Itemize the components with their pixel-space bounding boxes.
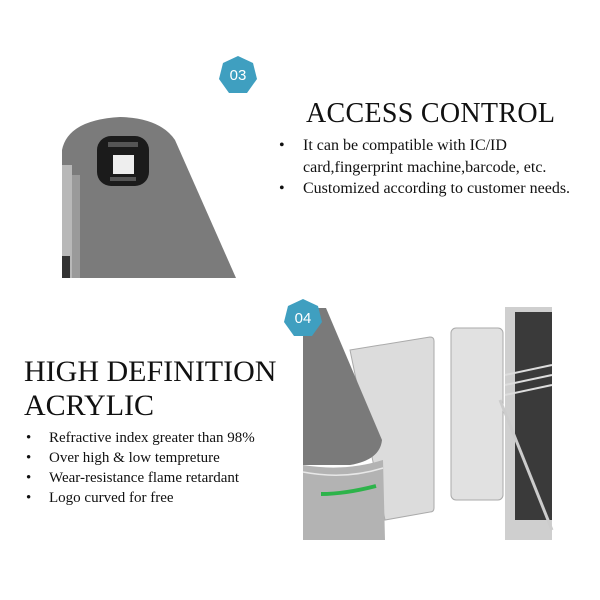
bullet-item: Refractive index greater than 98% bbox=[26, 428, 255, 448]
indicator-light bbox=[320, 484, 377, 496]
bullet-item: Customized according to customer needs. bbox=[279, 178, 593, 200]
bullet-item: Logo curved for free bbox=[26, 488, 255, 508]
bullet-item: Wear-resistance flame retardant bbox=[26, 468, 255, 488]
step-badge-04: 04 bbox=[283, 298, 323, 338]
access-control-bullets: It can be compatible with IC/ID card,fin… bbox=[279, 135, 593, 200]
acrylic-bullets: Refractive index greater than 98% Over h… bbox=[26, 428, 255, 508]
step-badge-03: 03 bbox=[218, 55, 258, 95]
bullet-item: It can be compatible with IC/ID card,fin… bbox=[279, 135, 593, 178]
access-control-title: ACCESS CONTROL bbox=[306, 98, 556, 129]
bullet-item: Over high & low tempreture bbox=[26, 448, 255, 468]
card-reader-panel bbox=[97, 136, 149, 186]
acrylic-title: HIGH DEFINITION ACRYLIC bbox=[24, 355, 277, 422]
